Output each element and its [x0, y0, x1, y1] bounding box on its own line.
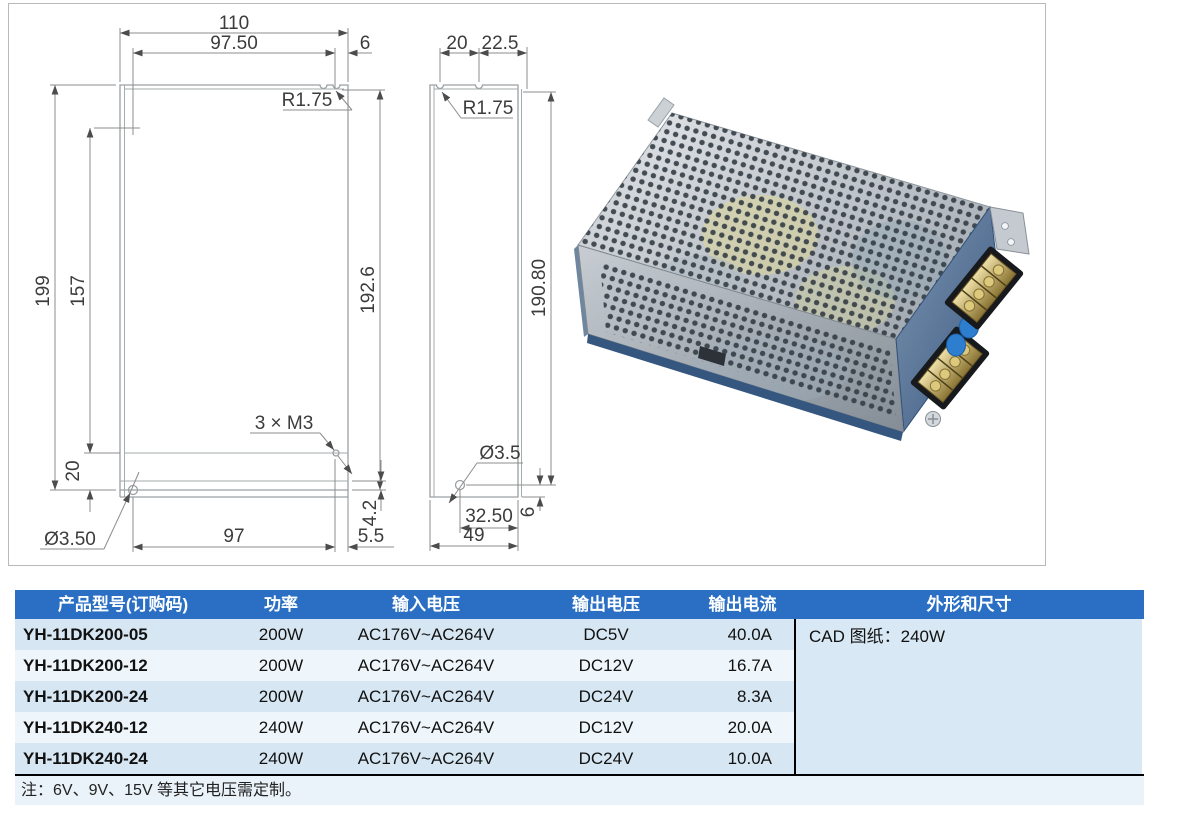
dimension-label: Ø3.50 — [44, 529, 96, 550]
dimension-label: 97 — [223, 526, 244, 547]
table-cell: 8.3A — [737, 687, 772, 706]
table-cell: DC5V — [583, 625, 629, 644]
table-row: YH-11DK200-24 200W AC176V~AC264V DC24V 8.3A — [15, 681, 794, 712]
dimension-label: 32.50 — [465, 506, 513, 527]
side-view — [429, 47, 556, 551]
dimension-label: 192.6 — [358, 266, 379, 314]
header-cell: 功率 — [264, 595, 298, 614]
table-row: YH-11DK200-12 200W AC176V~AC264V DC12V 16.7A — [15, 650, 794, 681]
dimension-label: 199 — [33, 275, 54, 307]
table-cell: 200W — [258, 687, 304, 706]
table-cell: AC176V~AC264V — [357, 718, 495, 737]
table-cell: DC24V — [578, 687, 634, 706]
dimension-label: 110 — [219, 13, 249, 34]
table-cell: YH-11DK200-05 — [23, 625, 148, 644]
dimension-label: 6 — [518, 507, 539, 518]
table-cell: YH-11DK200-24 — [23, 687, 148, 706]
dimension-label: 97.50 — [210, 33, 258, 54]
dimension-label: 49 — [463, 525, 484, 546]
table-cell: 10.0A — [727, 749, 772, 768]
table-cell: 40.0A — [727, 625, 772, 644]
dimension-label: 20 — [446, 33, 467, 54]
table-cell: AC176V~AC264V — [357, 687, 495, 706]
dimension-label: 190.80 — [529, 259, 550, 317]
dimension-label: R1.75 — [463, 98, 514, 119]
table-cell: 16.7A — [727, 656, 772, 675]
table-header-row: 产品型号(订购码) 功率 输入电压 输出电压 输出电流 外形和尺寸 — [15, 590, 1144, 619]
dimension-label: 6 — [360, 33, 371, 54]
table-cell: DC24V — [578, 749, 634, 768]
table-cell: 240W — [258, 718, 304, 737]
header-cell: 产品型号(订购码) — [57, 595, 189, 614]
dimension-label: 20 — [63, 460, 84, 481]
dimension-label: R1.75 — [282, 90, 333, 111]
spec-table: 产品型号(订购码) 功率 输入电压 输出电压 输出电流 外形和尺寸 YH-11DK200-… — [15, 590, 1144, 805]
header-cell: 输出电流 — [708, 595, 777, 614]
terminal-block-upper — [944, 246, 1024, 330]
table-cell: DC12V — [578, 718, 634, 737]
table-cell: 200W — [258, 656, 304, 675]
header-cell: 输入电压 — [392, 595, 460, 614]
table-cell: AC176V~AC264V — [357, 656, 495, 675]
cad-drawing-cell: CAD 图纸：240W — [794, 619, 1142, 774]
table-cell: AC176V~AC264V — [357, 625, 495, 644]
front-view — [40, 28, 394, 552]
table-row: YH-11DK200-05 200W AC176V~AC264V DC5V 40.0A — [15, 619, 794, 650]
table-bottom-border — [15, 774, 1144, 776]
header-cell: 输出电压 — [572, 595, 640, 614]
dimension-label: 5.5 — [358, 526, 384, 547]
table-cell: 240W — [258, 749, 304, 768]
table-cell: YH-11DK240-12 — [23, 718, 148, 737]
footnote: 注：6V、9V、15V 等其它电压需定制。 — [15, 776, 1144, 805]
chassis-screw — [925, 411, 941, 427]
table-cell: 200W — [258, 625, 304, 644]
table-cell: YH-11DK200-12 — [23, 656, 148, 675]
table-row: YH-11DK240-24 240W AC176V~AC264V DC24V 10.0A — [15, 743, 794, 774]
dimension-label: Ø3.5 — [479, 443, 520, 464]
product-photo — [574, 97, 1030, 441]
dimension-label: 3 × M3 — [255, 413, 314, 434]
terminal-block-lower — [910, 326, 990, 410]
dimension-label: 157 — [68, 275, 89, 307]
table-cell: YH-11DK240-24 — [23, 749, 148, 768]
dimension-label: 4.2 — [360, 500, 381, 526]
dimension-label: 22.5 — [482, 33, 519, 54]
table-cell: AC176V~AC264V — [357, 749, 495, 768]
blue-connector — [946, 333, 966, 357]
table-row: YH-11DK240-12 240W AC176V~AC264V DC12V 20.0A — [15, 712, 794, 743]
cad-drawing-label: CAD 图纸：240W — [809, 627, 946, 646]
table-cell: DC12V — [578, 656, 634, 675]
table-cell: 20.0A — [727, 718, 772, 737]
header-cell: 外形和尺寸 — [926, 595, 1012, 614]
